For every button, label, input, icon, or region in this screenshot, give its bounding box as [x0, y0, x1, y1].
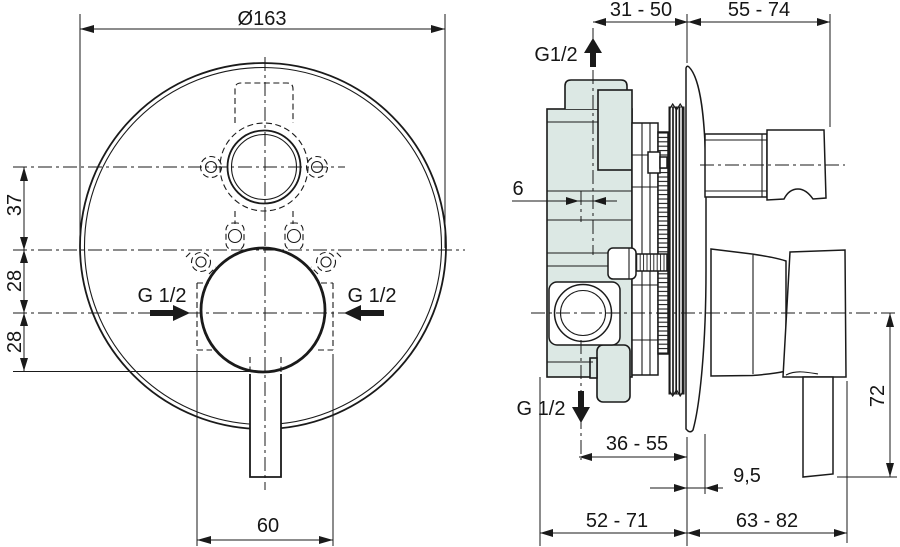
outlet-bottom-label: G 1/2 [517, 398, 566, 420]
dim-72: 72 [837, 313, 897, 478]
lever-grip [802, 376, 834, 478]
inlet-left-arrow-icon [150, 310, 173, 316]
lever-circle [199, 246, 327, 374]
dim-diameter: Ø163 [79, 8, 446, 248]
dim-top-depths: 31 - 50 55 - 74 [593, 0, 831, 127]
dim-vertical-chain: 37 28 28 [4, 167, 28, 371]
dim-28b-label: 28 [4, 331, 26, 353]
inlet-right-arrow-icon [361, 310, 384, 316]
mid-lug-left [225, 222, 245, 251]
body-internal-lines [547, 121, 632, 363]
lever-side [710, 248, 847, 478]
cartridge-sleeve [597, 89, 633, 171]
inlet-left: G 1/2 [138, 285, 190, 321]
dim-9-5: 9,5 [650, 434, 761, 494]
outlet-top: G1/2 [534, 38, 602, 67]
splined-sleeve [668, 102, 685, 398]
dim-36-55: 36 - 55 [579, 433, 687, 461]
dim-6-label: 6 [512, 178, 523, 200]
side-view: G1/2 G 1/2 31 - 50 55 - 74 6 [512, 0, 897, 546]
adjuster-nut [647, 151, 661, 174]
dim-28a-label: 28 [4, 270, 26, 292]
outlet-bottom: G 1/2 [517, 391, 590, 423]
dim-37-label: 37 [4, 194, 26, 216]
dim-72-label: 72 [867, 385, 889, 407]
dim-6: 6 [512, 178, 617, 205]
dim-31-50-label: 31 - 50 [610, 0, 672, 21]
dim-36-55-label: 36 - 55 [606, 433, 668, 455]
dim-diameter-label: Ø163 [238, 8, 287, 30]
dim-52-71-label: 52 - 71 [586, 510, 648, 532]
lower-step [589, 357, 598, 379]
inlet-right: G 1/2 [344, 285, 396, 321]
dim-63-82-label: 63 - 82 [736, 510, 798, 532]
diag-lug-right [315, 251, 337, 273]
front-centerlines [13, 57, 465, 490]
fixing-screw [607, 247, 668, 280]
inlet-right-label: G 1/2 [348, 285, 397, 307]
front-view: Ø163 37 28 28 60 G 1/2 [4, 8, 465, 546]
dim-bottom-depths: 52 - 71 63 - 82 [539, 377, 848, 546]
outlet-bottom-arrow-icon [578, 391, 584, 407]
dim-60: 60 [196, 354, 334, 546]
inlet-left-label: G 1/2 [138, 285, 187, 307]
spline-teeth [657, 131, 669, 355]
outlet-top-arrow-icon [590, 51, 596, 67]
rough-in-box-hidden [196, 282, 334, 351]
outlet-top-label: G1/2 [534, 44, 577, 66]
dim-9-5-label: 9,5 [733, 465, 761, 487]
diag-lug-left [190, 251, 212, 273]
hidden-function-block [234, 82, 294, 123]
dim-55-74-label: 55 - 74 [728, 0, 790, 21]
dim-60-label: 60 [257, 515, 279, 537]
lower-bracket [596, 344, 631, 403]
escutcheon-side-profile [685, 65, 707, 433]
